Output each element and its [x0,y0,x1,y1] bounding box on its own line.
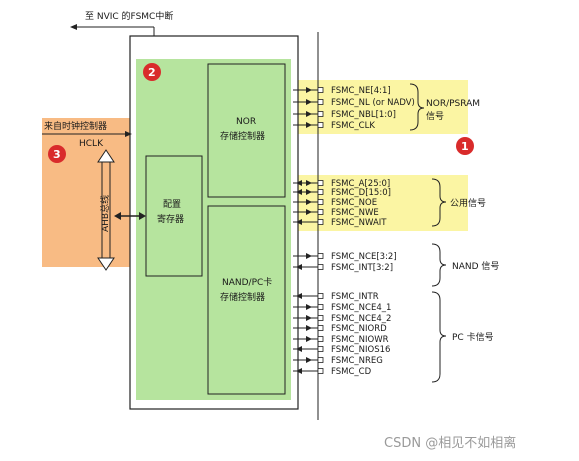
nvic-label: 至 NVIC 的FSMC中断 [85,10,173,22]
nand-ctrl-label-1: NAND/PC卡 [222,276,272,288]
pin-nand-1 [317,264,324,270]
arrow-in-common-1 [296,189,302,195]
pin-nand-0 [317,253,324,259]
arrow-in-common-4 [296,219,302,225]
arrow-out-pc-4 [306,336,312,342]
signal-lines: FSMC_NE[4:1] FSMC_NL (or NADV) FSMC_NBL[1:… [293,86,415,377]
arrow-in-nand-1 [296,264,302,270]
nand-controller-box [207,205,286,395]
nvic-arrow-head [70,24,77,30]
nand-group-label: NAND 信号 [452,260,499,272]
fsmc-green-area [136,59,291,400]
pin-pc-3 [317,325,324,331]
badge-one-label: 1 [461,140,469,153]
signal-label-pc-2: FSMC_NCE4_2 [331,314,391,324]
pin-pc-5 [317,346,324,352]
arrow-in-common-0 [296,180,302,186]
signal-label-pc-0: FSMC_INTR [331,292,379,302]
nor-group-brace [409,83,425,131]
nor-ctrl-label-1: NOR [236,117,256,127]
arrow-out-pc-2 [306,315,312,321]
arrow-out-pc-3 [306,325,312,331]
nand-ctrl-label-2: 存储控制器 [220,291,265,303]
pin-pc-7 [317,368,324,374]
signal-label-pc-5: FSMC_NIOS16 [331,345,390,355]
badge-three-label: 3 [53,148,61,161]
signal-label-pc-3: FSMC_NIORD [331,324,387,334]
badge-one [456,137,474,155]
badge-two-label: 2 [148,66,156,79]
nor-ctrl-label-2: 存储控制器 [220,130,265,142]
pc-group-label: PC 卡信号 [452,331,494,343]
signal-label-pc-7: FSMC_CD [331,367,372,377]
arrow-out-nor-1 [306,99,312,105]
common-group-label: 公用信号 [450,197,486,209]
signal-label-pc-1: FSMC_NCE4_1 [331,303,391,313]
pin-nor-2 [317,111,324,117]
hclk-label: HCLK [79,139,104,149]
config-reg-label-1: 配置 [163,199,181,210]
arrow-out-nor-3 [306,122,312,128]
arrow-in-pc-5 [296,346,302,352]
clock-source-label: 来自时钟控制器 [44,120,107,132]
signal-label-common-2: FSMC_NOE [331,198,377,208]
arrow-out-pc-1 [306,304,312,310]
pin-pc-4 [317,336,324,342]
pin-pc-0 [317,293,324,299]
badge-two [143,63,161,81]
pin-common-0 [317,180,324,186]
ahb-bus-head-bottom [97,257,115,271]
signal-label-nor-2: FSMC_NBL[1:0] [331,110,396,120]
common-group-brace [431,178,447,227]
signal-label-nand-0: FSMC_NCE[3:2] [331,252,397,262]
signal-label-common-4: FSMC_NWAIT [331,218,387,228]
pin-common-1 [317,189,324,195]
arrow-out-nor-2 [306,111,312,117]
nor-group-label-1: NOR/PSRAM [426,99,480,109]
signal-label-pc-6: FSMC_NREG [331,356,383,366]
arrow-out-pc-6 [306,357,312,363]
ahb-bus-head-top [97,149,115,163]
arrow-out-nor-0 [306,87,312,93]
signal-label-common-0: FSMC_A[25:0] [331,179,390,189]
pin-nor-3 [317,122,324,128]
arrow-in-pc-0 [296,293,302,299]
pin-pc-1 [317,304,324,310]
signal-label-nor-1: FSMC_NL (or NADV) [331,98,415,108]
pin-common-4 [317,219,324,225]
ahb-to-config-head-left [114,212,121,220]
pin-nor-1 [317,99,324,105]
badge-three [48,145,66,163]
arrow-out-common-0 [306,180,312,186]
nor-group-label-2: 信号 [426,110,444,122]
nand-group-brace [431,243,447,287]
arrow-out-common-2 [306,199,312,205]
signal-label-nand-1: FSMC_INT[3:2] [331,263,393,273]
config-reg-label-2: 寄存器 [157,213,184,225]
pin-pc-6 [317,357,324,363]
ahb-to-config-head-right [139,212,146,220]
arrow-out-nand-0 [306,253,312,259]
signal-label-common-1: FSMC_D[15:0] [331,188,391,198]
signal-label-common-3: FSMC_NWE [331,208,379,218]
nor-controller-box [207,63,286,198]
arrow-out-common-3 [306,209,312,215]
arrow-in-pc-7 [296,368,302,374]
clock-input-region [42,118,130,267]
pin-common-2 [317,199,324,205]
pin-nor-0 [317,87,324,93]
pc-group-brace [431,291,447,383]
signal-label-pc-4: FSMC_NIOWR [331,335,389,345]
watermark: CSDN @相见不如相离 [384,435,516,451]
pin-pc-2 [317,315,324,321]
ahb-bus-label: AHB总线 [99,195,111,232]
pin-common-3 [317,209,324,215]
hclk-arrow-head [125,131,132,137]
arrow-out-common-1 [306,189,312,195]
signal-label-nor-0: FSMC_NE[4:1] [331,86,391,96]
signal-label-nor-3: FSMC_CLK [331,121,375,131]
